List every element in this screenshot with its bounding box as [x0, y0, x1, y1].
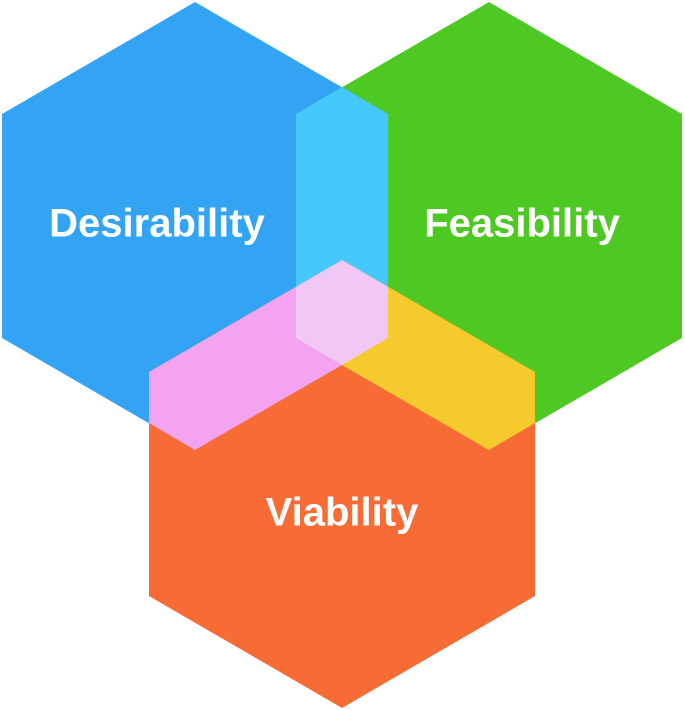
feasibility-viability-overlap [342, 260, 535, 450]
center-overlap [296, 260, 388, 365]
desirability-label: Desirability [49, 202, 265, 246]
desirability-viability-overlap [149, 260, 342, 450]
viability-label: Viability [266, 491, 419, 535]
feasibility-label: Feasibility [424, 202, 620, 246]
